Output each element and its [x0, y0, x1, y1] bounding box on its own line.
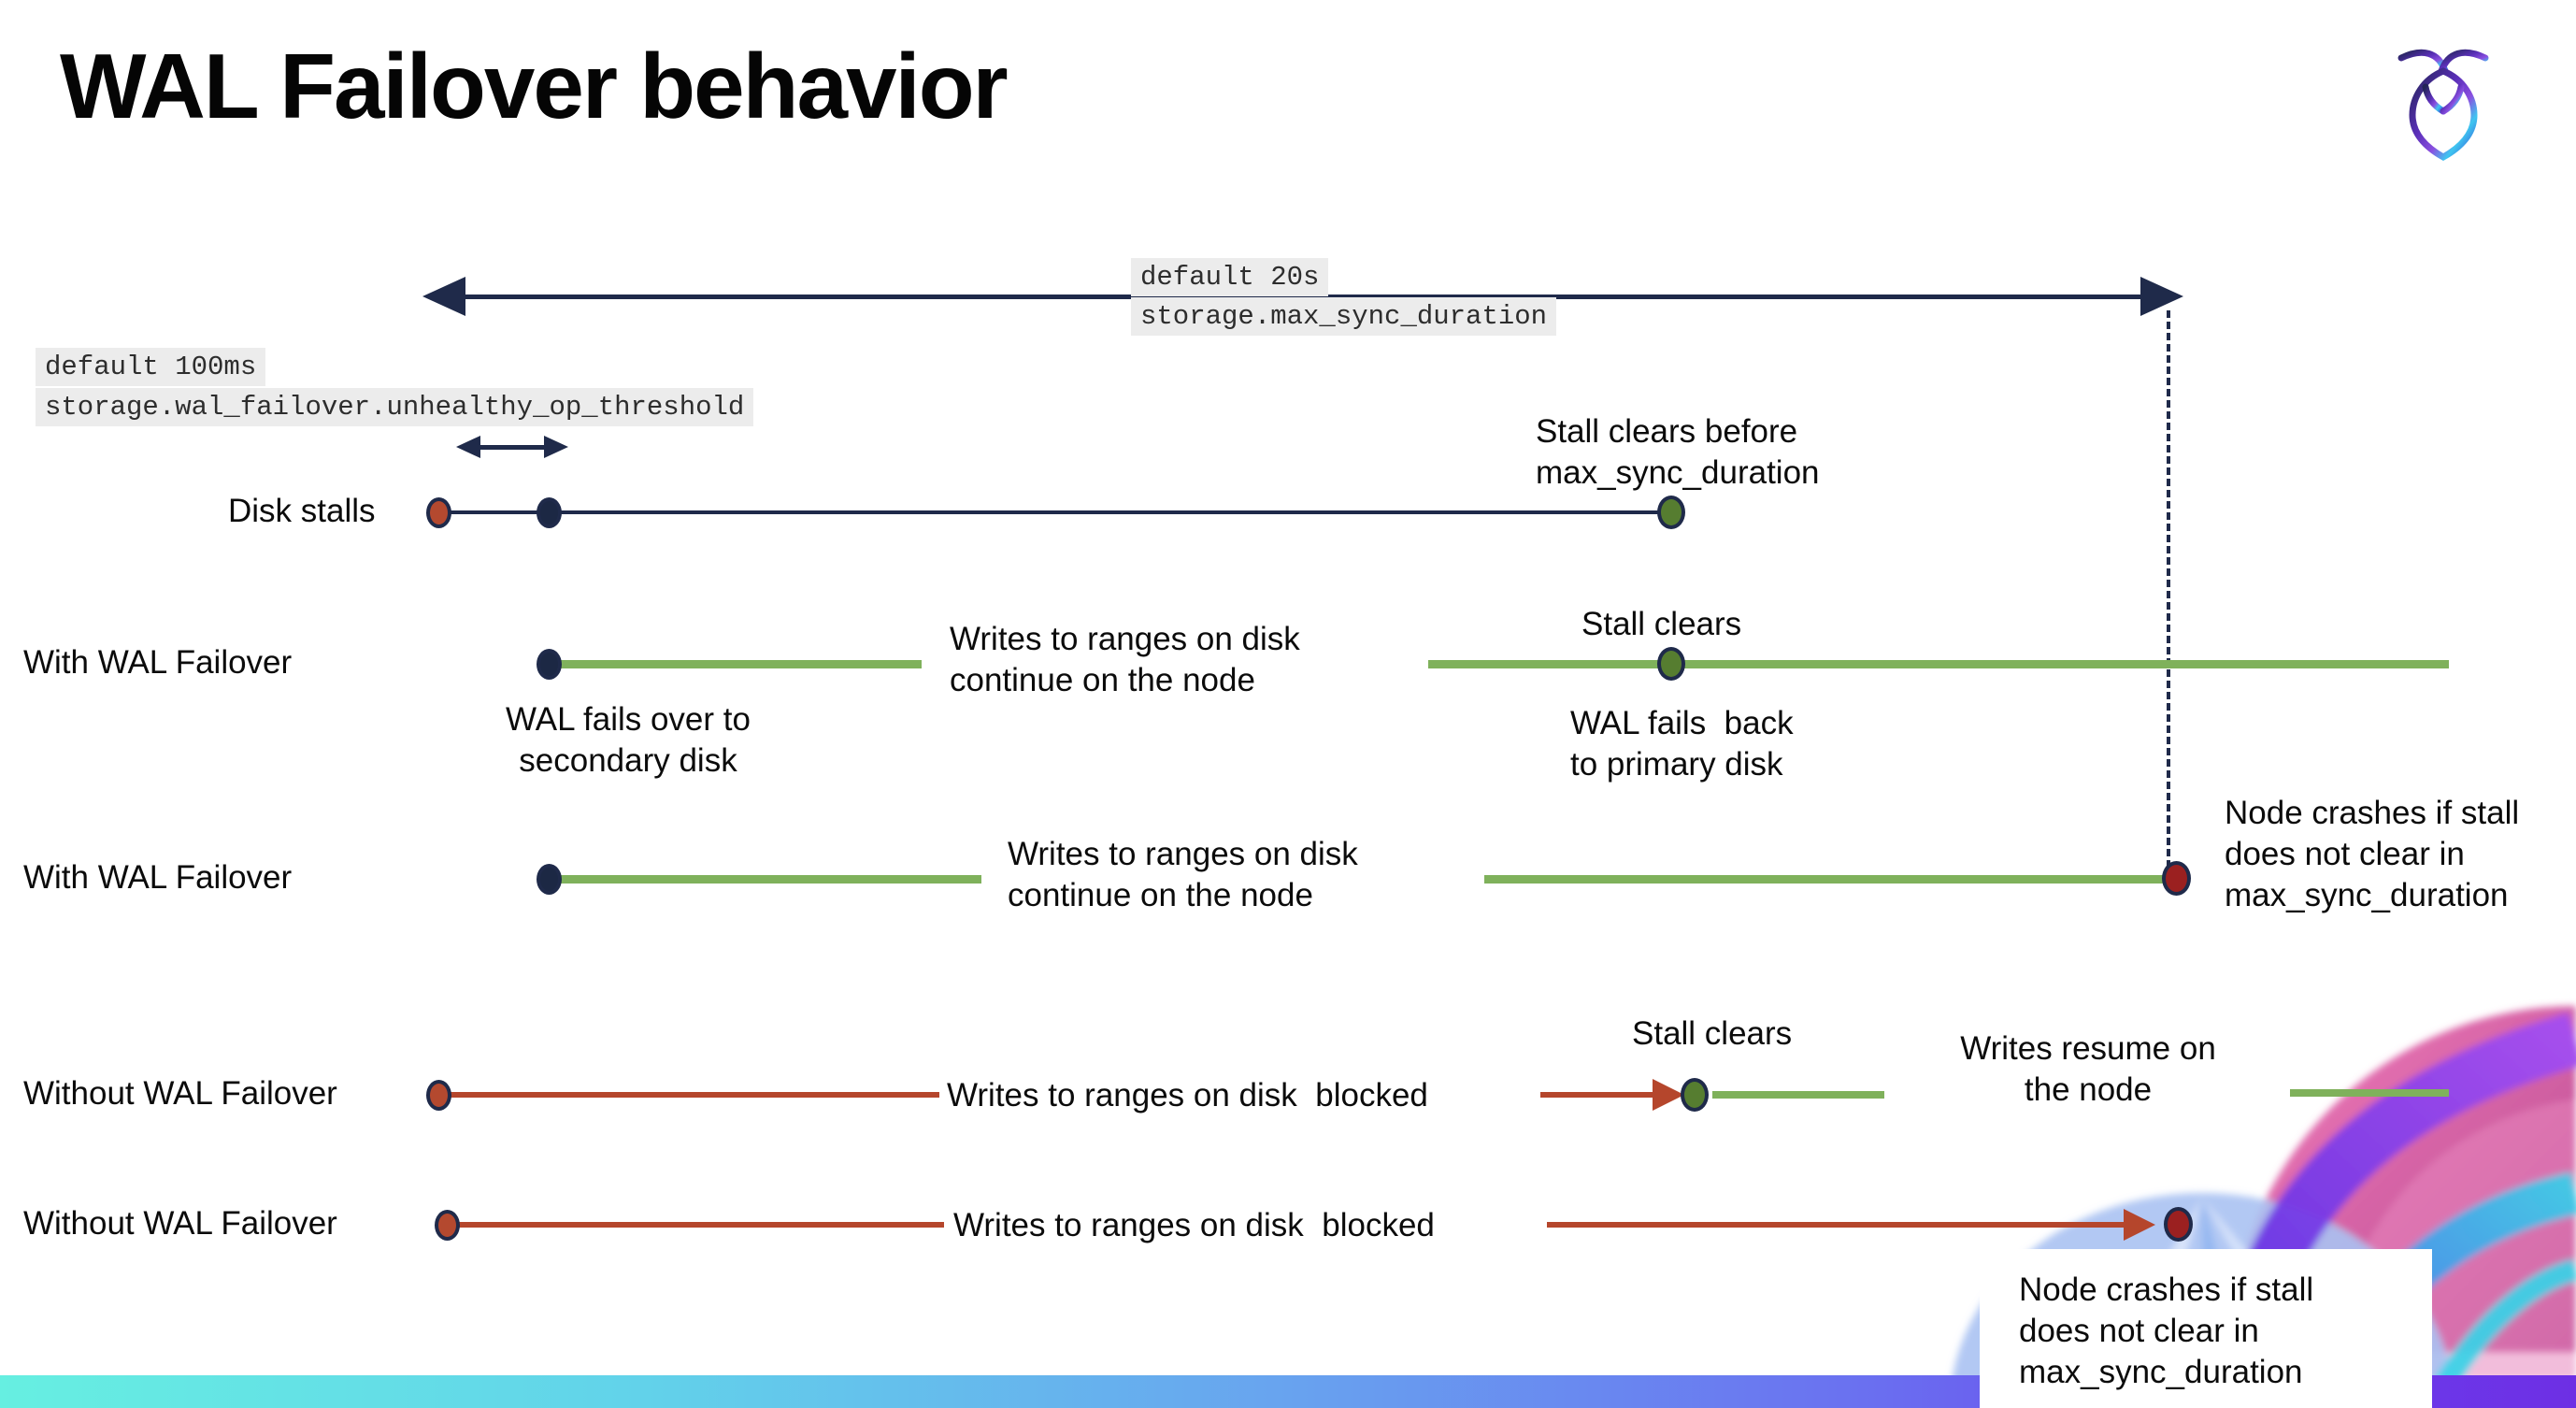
writes-resume-note: Writes resume on the node [1960, 1030, 2216, 1108]
stall-clears-note: Stall clears [1632, 1015, 1793, 1052]
node-crash-note: Node crashes if stall does not clear in … [2019, 1272, 2314, 1390]
writes-continue-line [1428, 660, 2449, 668]
failover-dot [537, 649, 562, 680]
stall-clears-dot [1657, 496, 1685, 529]
cockroachdb-logo-icon [2397, 49, 2489, 162]
max-sync-default-label: default 20s [1131, 258, 1329, 297]
threshold-reached-dot [537, 497, 562, 528]
node-crash-dot [2162, 861, 2191, 896]
failover-dot [537, 864, 562, 895]
threshold-default-label: default 100ms [36, 348, 266, 387]
stall-clears-dot [1657, 647, 1685, 681]
row-label-with-wal-failover: With WAL Failover [23, 859, 293, 896]
max-sync-duration-span-line [445, 295, 2163, 299]
node-crash-note: Node crashes if stall does not clear in … [2225, 795, 2520, 913]
writes-continue-line [559, 875, 981, 884]
writes-blocked-line [1547, 1222, 2134, 1228]
disk-stall-start-dot [426, 1080, 451, 1111]
arrowhead-right-icon [2124, 1209, 2155, 1241]
writes-continue-line [559, 660, 922, 668]
writes-continue-note: Writes to ranges on disk continue on the… [950, 621, 1300, 698]
arrowhead-right-icon [544, 436, 568, 458]
row-label-with-wal-failover: With WAL Failover [23, 644, 293, 681]
node-crash-dot [2164, 1207, 2193, 1242]
deadline-dashed-line [2167, 310, 2170, 868]
disk-stall-start-dot [435, 1210, 460, 1241]
max-sync-setting-label: storage.max_sync_duration [1131, 297, 1557, 337]
arrowhead-right-icon [1653, 1079, 1684, 1111]
writes-resume-line [2290, 1089, 2449, 1097]
stall-clears-dot [1681, 1078, 1709, 1112]
writes-blocked-note: Writes to ranges on disk blocked [953, 1207, 1435, 1243]
failover-secondary-note: WAL fails over to secondary disk [506, 701, 751, 779]
writes-continue-note: Writes to ranges on disk continue on the… [1008, 836, 1358, 913]
threshold-span-line [472, 445, 552, 450]
page-title: WAL Failover behavior [60, 35, 1009, 137]
threshold-setting-label: storage.wal_failover.unhealthy_op_thresh… [36, 388, 754, 427]
arrowhead-right-icon [2140, 277, 2183, 316]
stall-clears-before-note: Stall clears before max_sync_duration [1536, 413, 1820, 491]
node-crash-callout-box: Node crashes if stall does not clear in … [1980, 1249, 2432, 1408]
row-label-without-wal-failover: Without WAL Failover [23, 1205, 337, 1242]
row-label-disk-stalls: Disk stalls [228, 493, 376, 529]
writes-resume-line [1712, 1091, 1884, 1099]
arrowhead-left-icon [422, 277, 465, 316]
stall-clears-note: Stall clears [1581, 606, 1742, 642]
writes-blocked-line [451, 1092, 939, 1098]
timeline-line [439, 510, 1671, 514]
row-label-without-wal-failover: Without WAL Failover [23, 1075, 337, 1112]
arrowhead-left-icon [456, 436, 480, 458]
failback-primary-note: WAL fails back to primary disk [1570, 705, 1794, 783]
disk-stall-start-dot [426, 497, 451, 528]
writes-continue-line [1484, 875, 2163, 884]
writes-blocked-line [1540, 1092, 1664, 1098]
writes-blocked-note: Writes to ranges on disk blocked [947, 1077, 1428, 1113]
writes-blocked-line [459, 1222, 944, 1228]
